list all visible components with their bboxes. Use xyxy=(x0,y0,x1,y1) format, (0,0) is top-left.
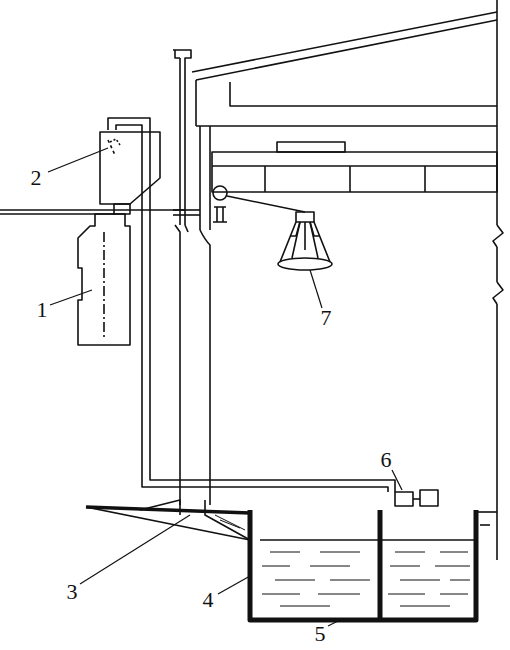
callout-number: 4 xyxy=(203,589,214,611)
callout-number: 7 xyxy=(321,307,332,329)
chute-plate xyxy=(86,500,250,540)
callout-number: 2 xyxy=(31,167,42,189)
callout-number: 3 xyxy=(67,581,78,603)
building-column xyxy=(173,50,210,505)
grab-bucket xyxy=(278,212,332,270)
leader-line xyxy=(48,148,402,626)
hopper-unit xyxy=(100,132,160,214)
building-wall xyxy=(493,0,503,560)
water-tank xyxy=(250,510,497,620)
pipe xyxy=(108,118,395,492)
machine-unit xyxy=(78,214,130,345)
callout-number: 6 xyxy=(381,449,392,471)
crane-bridge xyxy=(212,142,497,222)
callout-number: 1 xyxy=(37,299,48,321)
conveyor xyxy=(0,209,185,211)
valve xyxy=(395,490,438,506)
roof-truss xyxy=(192,12,497,126)
callout-number: 5 xyxy=(315,623,326,645)
